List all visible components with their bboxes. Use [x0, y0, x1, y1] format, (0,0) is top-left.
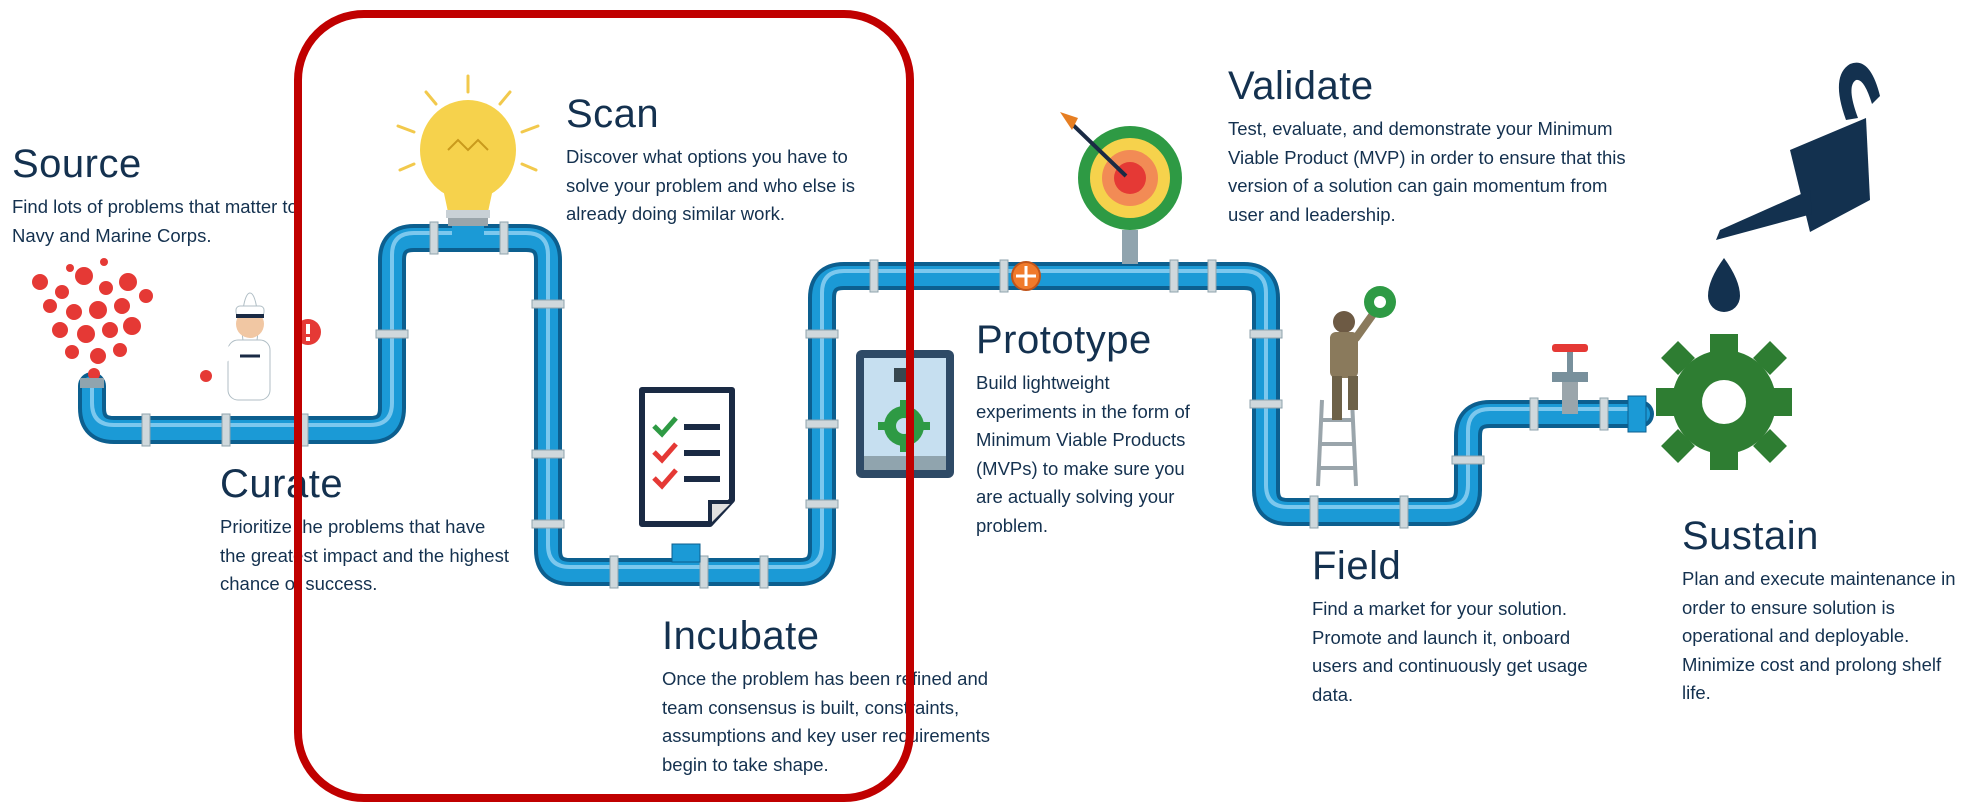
pipe-joints	[141, 221, 1609, 589]
target-icon	[1060, 112, 1182, 264]
stage-description: Discover what options you have to solve …	[566, 146, 855, 224]
stage-title: Incubate	[662, 614, 820, 658]
stage-title: Sustain	[1682, 514, 1819, 558]
stage-prototype: Prototype Build lightweight experiments …	[976, 318, 1214, 540]
lightbulb-icon	[396, 74, 540, 238]
stage-description: Plan and execute maintenance in order to…	[1682, 568, 1956, 703]
stage-source: Source Find lots of problems that matter…	[12, 142, 312, 250]
problems-cloud-icon	[32, 258, 153, 380]
pipeline	[78, 224, 1654, 586]
stage-description: Build lightweight experiments in the for…	[976, 372, 1190, 536]
stage-description: Test, evaluate, and demonstrate your Min…	[1228, 118, 1626, 225]
pipe-inlet	[80, 378, 104, 388]
highlight-frame	[294, 10, 914, 802]
stage-description: Prioritize the problems that have the gr…	[220, 516, 509, 594]
3d-printer-icon	[856, 350, 954, 478]
oil-can-icon	[1716, 62, 1880, 240]
sailor-icon	[200, 292, 271, 401]
stage-title: Field	[1312, 544, 1402, 588]
pipe-cap	[671, 543, 701, 563]
stage-scan: Scan Discover what options you have to s…	[566, 92, 886, 229]
stage-curate: Curate Prioritize the problems that have…	[220, 462, 510, 599]
stage-title: Prototype	[976, 318, 1152, 362]
soldier-icon	[1316, 286, 1396, 487]
stage-sustain: Sustain Plan and execute maintenance in …	[1682, 514, 1958, 708]
stage-validate: Validate Test, evaluate, and demonstrate…	[1228, 64, 1628, 229]
stage-description: Find lots of problems that matter to Nav…	[12, 196, 298, 246]
stage-title: Source	[12, 142, 142, 186]
stage-title: Curate	[220, 462, 344, 506]
checklist-icon	[639, 387, 735, 527]
stage-description: Find a market for your solution. Promote…	[1312, 598, 1588, 705]
stage-title: Scan	[566, 92, 660, 136]
gear-icon	[1656, 334, 1792, 470]
valve-icon	[1552, 344, 1647, 433]
stage-field: Field Find a market for your solution. P…	[1312, 544, 1612, 709]
oil-drop-icon	[1708, 258, 1740, 312]
stage-title: Validate	[1228, 64, 1374, 108]
